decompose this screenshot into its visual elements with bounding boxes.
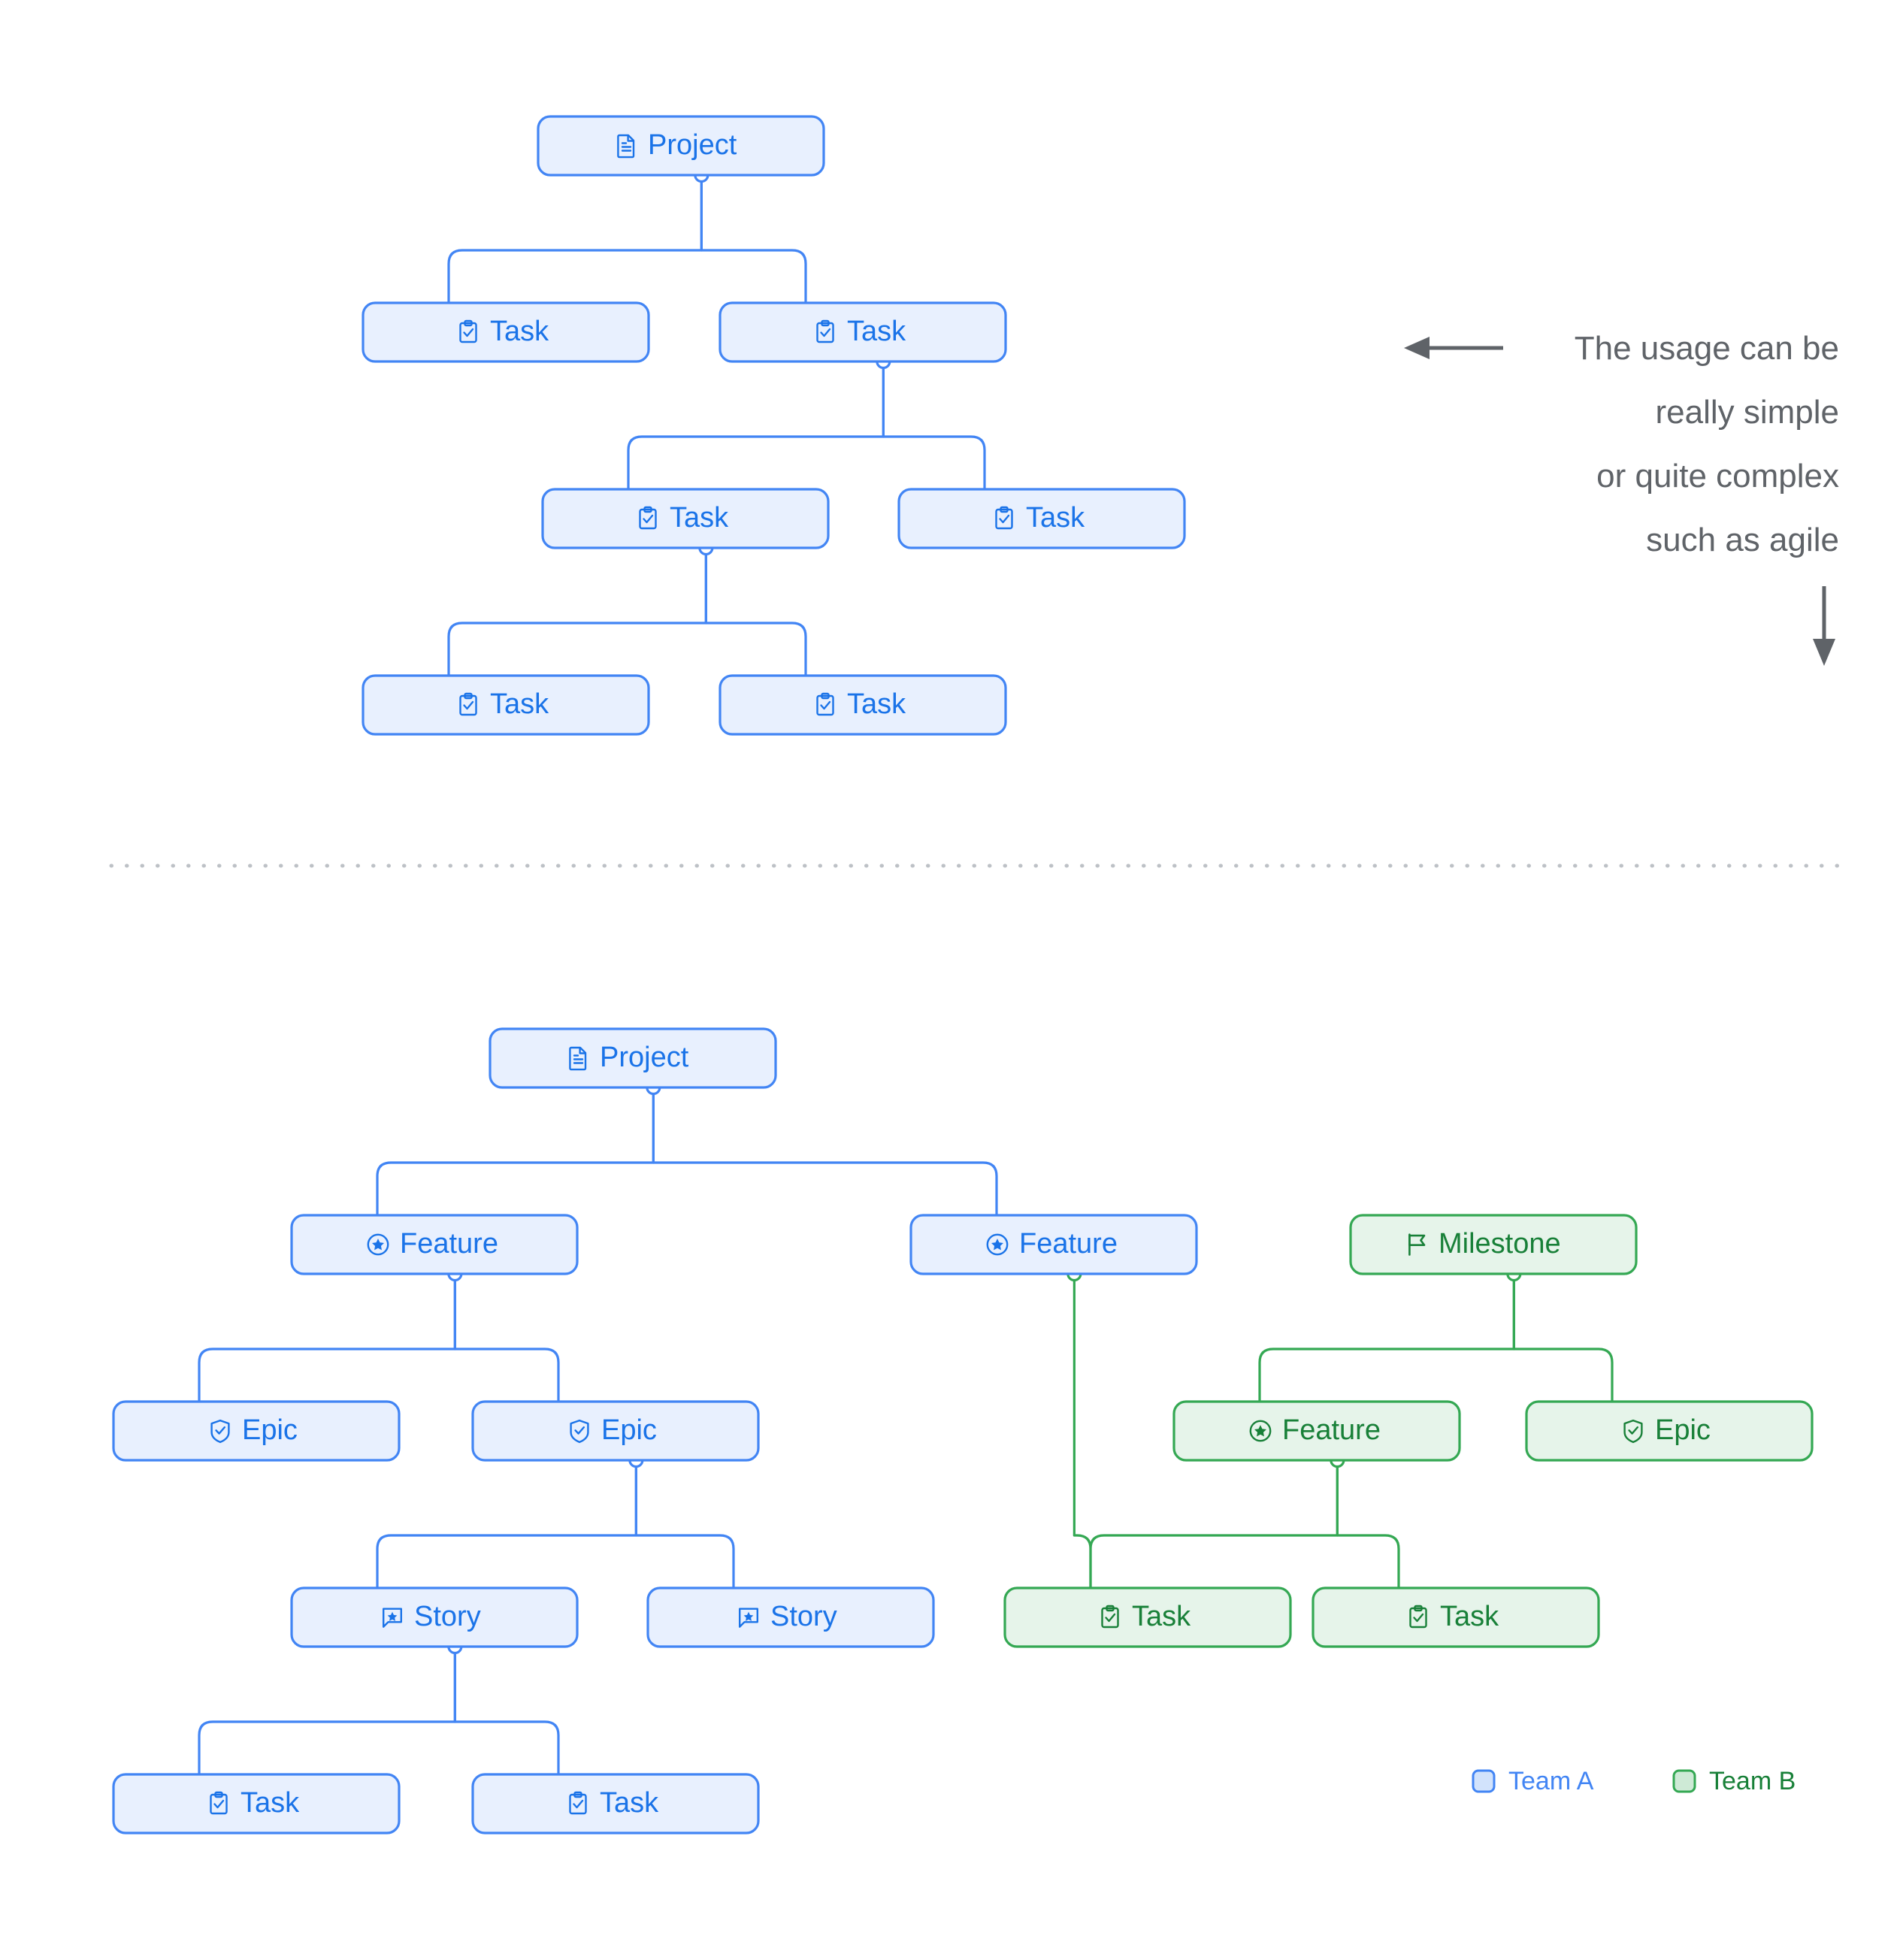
tree-edge bbox=[1336, 1460, 1400, 1589]
node-label: Task bbox=[1026, 502, 1085, 534]
tree-node-task[interactable]: Task bbox=[362, 301, 650, 363]
tree-node-story[interactable]: Story bbox=[646, 1586, 935, 1648]
tree-edge bbox=[652, 1087, 998, 1217]
tree-edge bbox=[627, 361, 885, 491]
node-label: Epic bbox=[1655, 1414, 1711, 1446]
tree-edge bbox=[1512, 1274, 1614, 1403]
node-label: Story bbox=[770, 1601, 837, 1632]
node-label: Task bbox=[241, 1787, 300, 1819]
tree-node-feature[interactable]: Feature bbox=[290, 1214, 579, 1275]
tree-edge bbox=[704, 548, 807, 677]
annotation-line-2: really simple bbox=[1655, 394, 1839, 431]
tree-edge bbox=[634, 1460, 735, 1589]
node-label: Task bbox=[670, 502, 729, 534]
tree-node-task[interactable]: Task bbox=[112, 1773, 401, 1834]
node-label: Feature bbox=[1019, 1228, 1118, 1260]
tree-edge bbox=[447, 175, 703, 304]
tree-edge bbox=[1073, 1274, 1092, 1589]
node-label: Feature bbox=[400, 1228, 498, 1260]
edges-layer bbox=[198, 167, 1614, 1776]
node-label: Task bbox=[847, 688, 906, 720]
tree-edge bbox=[453, 1274, 560, 1403]
annotation-block: The usage can be really simple or quite … bbox=[1404, 330, 1839, 666]
tree-edge bbox=[453, 1647, 560, 1776]
tree-node-epic[interactable]: Epic bbox=[112, 1400, 401, 1462]
tree-edge bbox=[882, 361, 986, 491]
node-label: Project bbox=[600, 1042, 689, 1073]
legend-swatch-team-a bbox=[1472, 1769, 1496, 1793]
tree-node-task[interactable]: Task bbox=[362, 674, 650, 736]
annotation-line-1: The usage can be bbox=[1575, 330, 1839, 367]
node-label: Task bbox=[847, 316, 906, 347]
node-label: Epic bbox=[242, 1414, 298, 1446]
tree-node-story[interactable]: Story bbox=[290, 1586, 579, 1648]
node-label: Feature bbox=[1282, 1414, 1381, 1446]
tree-node-task[interactable]: Task bbox=[471, 1773, 760, 1834]
tree-node-task[interactable]: Task bbox=[541, 488, 830, 549]
tree-edge bbox=[198, 1647, 456, 1776]
tree-edge bbox=[1258, 1274, 1515, 1403]
arrow-down-icon bbox=[1813, 586, 1835, 666]
tree-node-feature[interactable]: Feature bbox=[1172, 1400, 1461, 1462]
tree-node-project[interactable]: Project bbox=[489, 1027, 777, 1089]
node-label: Task bbox=[600, 1787, 659, 1819]
tree-edge bbox=[1089, 1460, 1339, 1589]
legend-swatch-team-b bbox=[1672, 1769, 1696, 1793]
arrow-left-icon bbox=[1404, 337, 1503, 359]
annotation-line-4: such as agile bbox=[1646, 522, 1839, 558]
legend-label-team-a: Team A bbox=[1508, 1767, 1594, 1795]
tree-node-task[interactable]: Task bbox=[1312, 1586, 1600, 1648]
tree-edge bbox=[376, 1087, 655, 1217]
tree-node-project[interactable]: Project bbox=[537, 115, 825, 177]
node-label: Epic bbox=[601, 1414, 657, 1446]
legend-item-team-a[interactable]: Team A bbox=[1472, 1767, 1594, 1795]
node-label: Task bbox=[1132, 1601, 1191, 1632]
tree-edge bbox=[198, 1274, 456, 1403]
tree-node-task[interactable]: Task bbox=[1003, 1586, 1292, 1648]
node-label: Project bbox=[648, 129, 737, 161]
tree-node-feature[interactable]: Feature bbox=[909, 1214, 1198, 1275]
tree-node-task[interactable]: Task bbox=[719, 301, 1007, 363]
legend: Team A Team B bbox=[1472, 1767, 1796, 1795]
node-label: Milestone bbox=[1439, 1228, 1561, 1260]
node-label: Task bbox=[490, 316, 549, 347]
tree-node-epic[interactable]: Epic bbox=[471, 1400, 760, 1462]
tree-node-epic[interactable]: Epic bbox=[1525, 1400, 1814, 1462]
legend-item-team-b[interactable]: Team B bbox=[1672, 1767, 1796, 1795]
node-label: Task bbox=[1440, 1601, 1499, 1632]
annotation-line-3: or quite complex bbox=[1596, 458, 1839, 495]
tree-edge bbox=[700, 175, 807, 304]
tree-node-milestone[interactable]: Milestone bbox=[1349, 1214, 1638, 1275]
tree-node-task[interactable]: Task bbox=[897, 488, 1186, 549]
legend-label-team-b: Team B bbox=[1709, 1767, 1796, 1795]
node-label: Story bbox=[414, 1601, 481, 1632]
tree-edge bbox=[447, 548, 707, 677]
tree-edge bbox=[376, 1460, 637, 1589]
node-label: Task bbox=[490, 688, 549, 720]
tree-node-task[interactable]: Task bbox=[719, 674, 1007, 736]
